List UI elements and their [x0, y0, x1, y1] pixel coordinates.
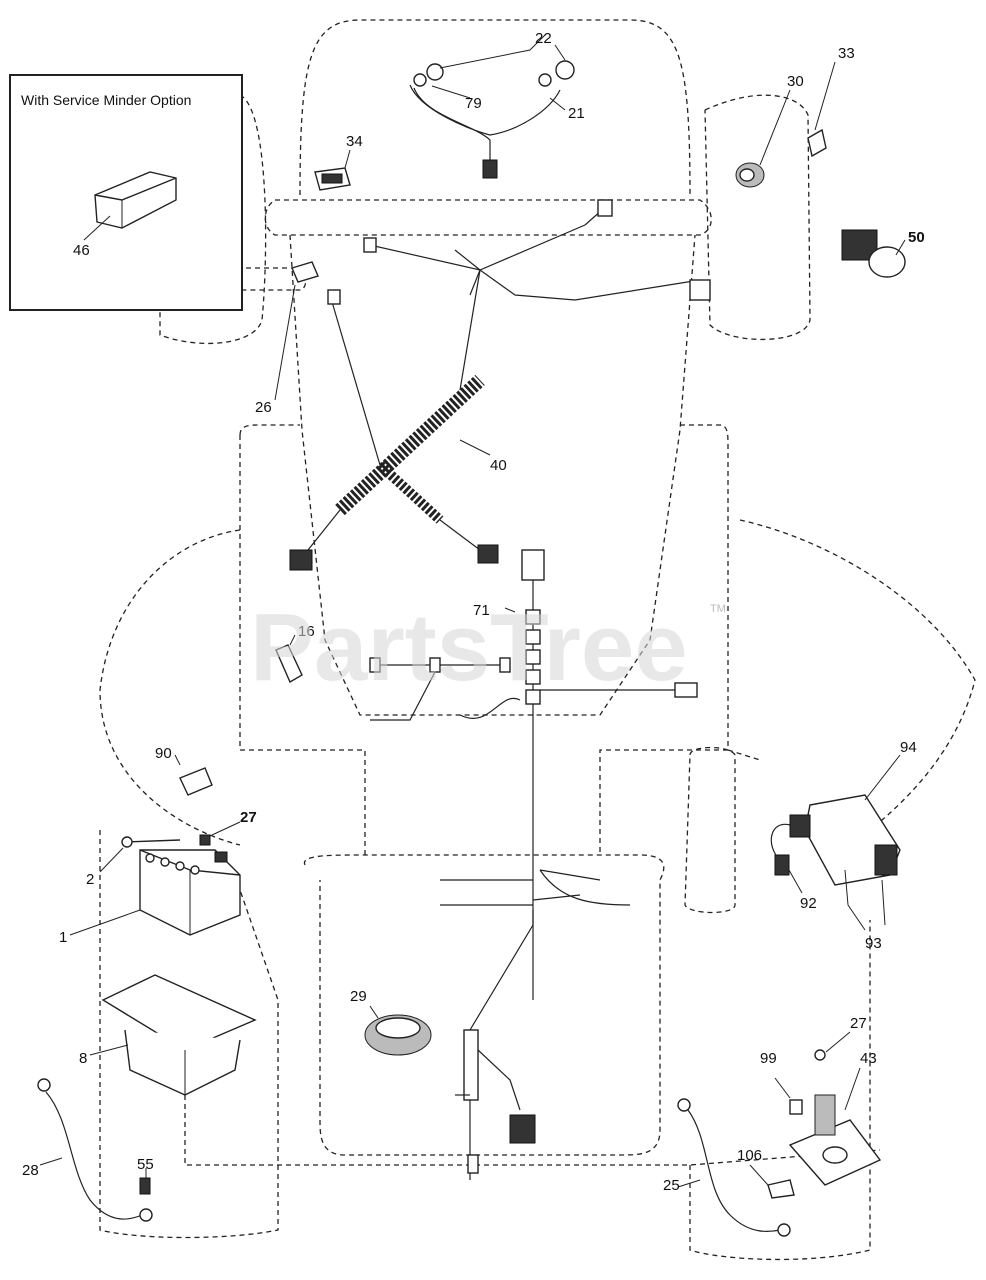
label-27-top: 27 [240, 809, 257, 826]
part-2-bolt [99, 836, 181, 873]
label-71: 71 [473, 602, 490, 619]
part-99-screw [774, 1077, 803, 1115]
watermark-trademark: TM [710, 603, 726, 615]
label-33: 33 [838, 45, 855, 62]
label-92: 92 [800, 895, 817, 912]
part-46-service-minder [83, 171, 177, 241]
part-16-switch [275, 634, 303, 684]
label-55: 55 [137, 1156, 154, 1173]
part-40-main-harness [289, 199, 711, 571]
part-90-fuse [174, 754, 213, 796]
part-26-relay [274, 261, 319, 401]
watermark: PartsTree TM [250, 594, 726, 701]
label-27-bottom: 27 [850, 1015, 867, 1032]
part-8-battery-tray [89, 974, 257, 1096]
label-93: 93 [865, 935, 882, 952]
label-106: 106 [737, 1147, 762, 1164]
part-25-cable [677, 1098, 791, 1237]
label-43: 43 [860, 1050, 877, 1067]
part-106-clip [749, 1164, 795, 1199]
label-99: 99 [760, 1050, 777, 1067]
label-21: 21 [568, 105, 585, 122]
label-26: 26 [255, 399, 272, 416]
label-2: 2 [86, 871, 94, 888]
service-minder-option-box: With Service Minder Option [9, 74, 243, 311]
part-28-ground-cable [37, 1078, 153, 1222]
part-55-bolt [139, 1168, 151, 1195]
label-22: 22 [535, 30, 552, 47]
part-34-switch [314, 149, 351, 191]
option-box-title: With Service Minder Option [21, 92, 191, 108]
part-30-ignition-switch [735, 89, 791, 188]
part-29-grommet [364, 1005, 432, 1056]
callout-labels: 22 79 21 34 33 30 50 46 26 40 71 16 90 2… [22, 30, 925, 1194]
label-90: 90 [155, 745, 172, 762]
label-30: 30 [787, 73, 804, 90]
part-22-79-21-headlights [409, 34, 575, 179]
part-1-battery [69, 849, 241, 936]
watermark-text: PartsTree [250, 594, 688, 701]
part-71-harness [369, 549, 698, 1180]
label-50: 50 [908, 229, 925, 246]
label-40: 40 [490, 457, 507, 474]
label-25: 25 [663, 1177, 680, 1194]
part-27-nut-bottom [814, 1031, 851, 1061]
part-27-nut-top [199, 821, 241, 846]
label-79: 79 [465, 95, 482, 112]
label-1: 1 [59, 929, 67, 946]
label-28: 28 [22, 1162, 39, 1179]
label-29: 29 [350, 988, 367, 1005]
label-94: 94 [900, 739, 917, 756]
part-93-bolts [844, 869, 886, 931]
label-16: 16 [298, 623, 315, 640]
part-94-seat-switch [770, 754, 901, 886]
label-34: 34 [346, 133, 363, 150]
part-43-solenoid [788, 1067, 882, 1186]
label-46: 46 [73, 242, 90, 259]
part-33-key [807, 61, 836, 158]
label-8: 8 [79, 1050, 87, 1067]
part-92-connector [774, 854, 803, 894]
part-50-switch [841, 229, 906, 278]
tractor-outline [99, 19, 976, 1261]
